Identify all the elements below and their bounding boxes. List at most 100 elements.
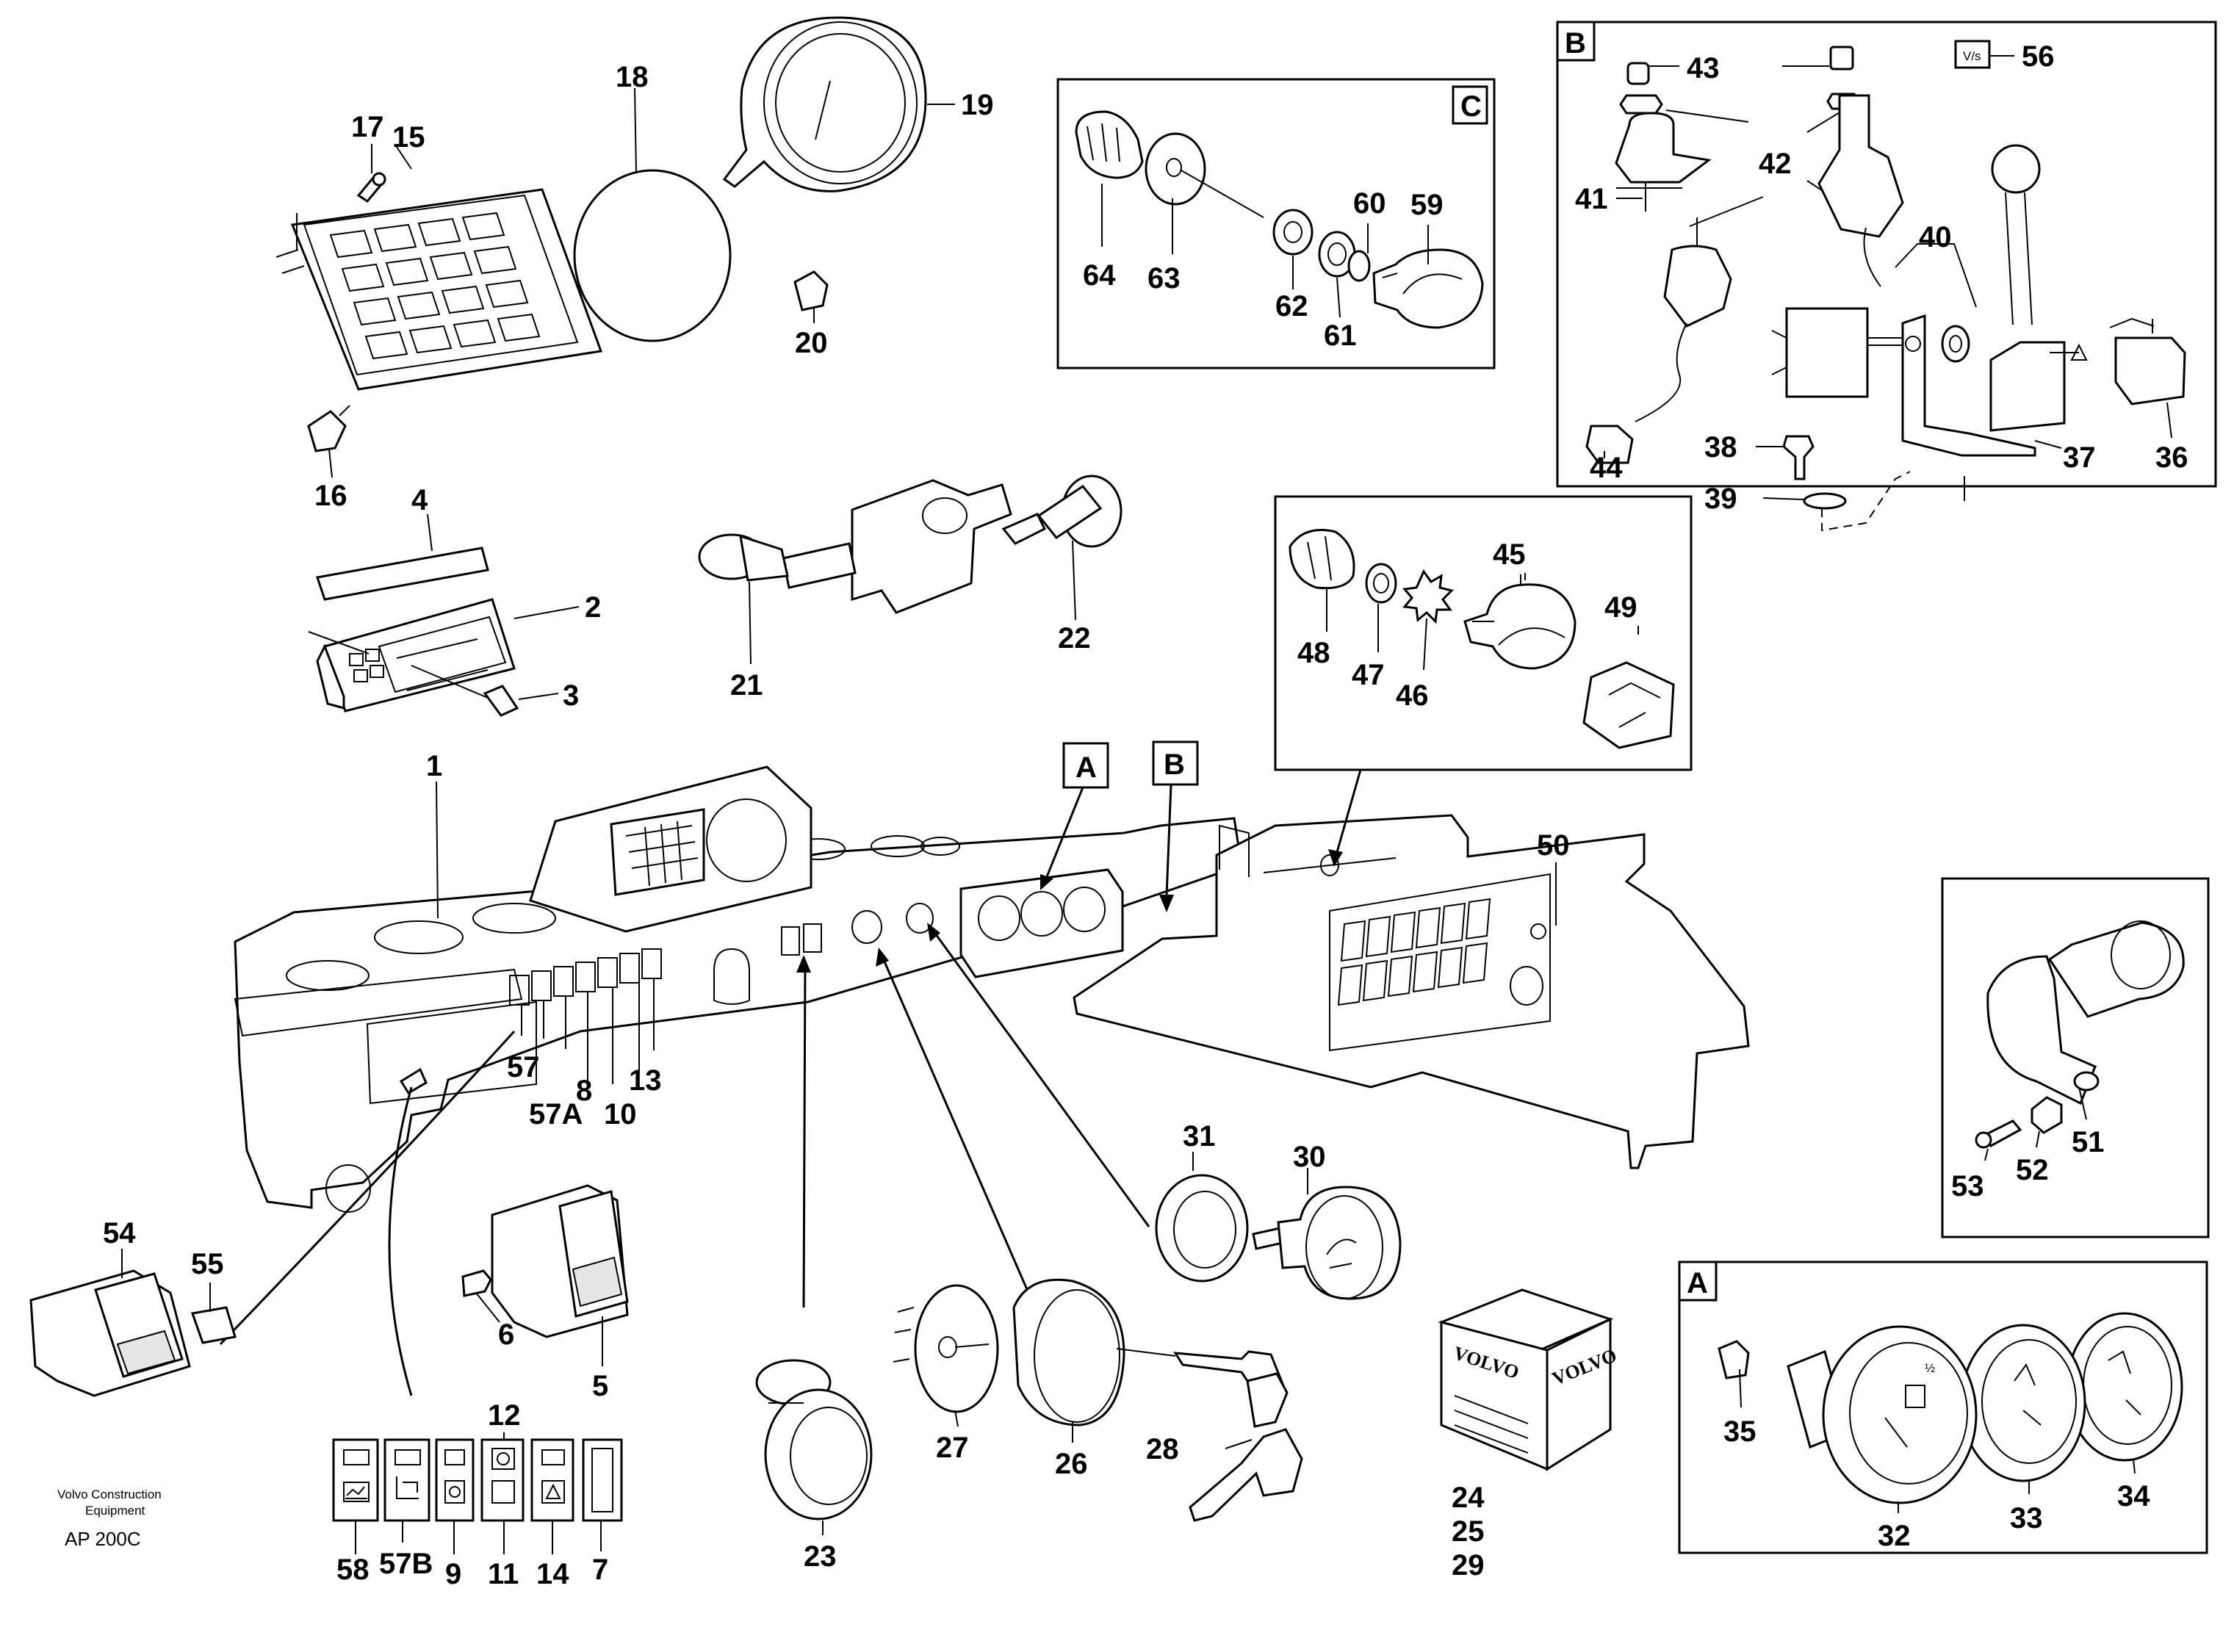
washer-part-39 [1803,492,1847,510]
label-57b: 57B [379,1548,433,1580]
label-19: 19 [961,89,994,121]
volvo-kit-box: VOLVO VOLVO 24 25 29 [1438,1288,1620,1581]
label-50: 50 [1537,829,1570,862]
rotary-switch-part-45 [1463,583,1577,670]
label-8: 8 [576,1075,592,1107]
control-unit-group: 4 2 3 [308,484,601,717]
label-2: 2 [585,591,601,624]
label-29: 29 [1452,1549,1485,1581]
gauge-half-mark: ½ [1925,1361,1935,1375]
symbol-box-56 [1954,40,1991,69]
label-40: 40 [1919,221,1952,253]
rotary-switch-part-59 [1372,248,1484,329]
gauge-18-19-group: 18 19 20 [573,16,994,359]
dashboard-assembly: 1 [234,750,1750,1213]
label-16: 16 [314,480,347,512]
detail-box-b: B V/s 56 43 42 41 44 40 [1556,21,2217,532]
switch-symbol-panel: 12 58 57B 9 11 14 7 [332,1399,623,1590]
label-17: 17 [351,111,384,143]
stalk-switch-part [851,479,1012,614]
label-4: 4 [411,484,428,516]
knob-part-3 [483,685,519,717]
label-35: 35 [1723,1415,1756,1448]
label-31: 31 [1183,1120,1216,1153]
label-41: 41 [1575,183,1608,215]
cap-part-43a [1626,62,1650,85]
right-console [1073,814,1750,1169]
switch-symbol-7 [582,1438,623,1522]
label-33: 33 [2010,1502,2043,1534]
plate-part-4 [316,547,489,601]
label-45: 45 [1493,538,1526,571]
washer-part-63 [1145,132,1206,206]
nut-part-62 [1272,209,1314,256]
horn-23-group: 23 [755,1359,873,1573]
cap-part-43b [1829,46,1854,71]
detail-box-b-letter: B [1565,27,1586,59]
switch-part-41 [1615,112,1712,184]
knob-cap-part-49 [1582,661,1675,749]
label-59: 59 [1410,189,1444,221]
label-13: 13 [629,1064,662,1097]
key-part-28b [1189,1428,1303,1522]
rocker-switch-54-group: 54 55 [29,1217,237,1397]
callout-b-letter: B [1164,749,1185,781]
publisher-line-1: Volvo Construction [57,1487,162,1501]
detail-box-a-letter: A [1687,1267,1708,1299]
ring-part-60 [1347,250,1371,282]
label-46: 46 [1396,679,1429,712]
label-7: 7 [592,1554,608,1586]
panel-part-15 [290,188,603,391]
lock-part-26 [1012,1278,1125,1426]
label-42: 42 [1759,148,1792,180]
label-49: 49 [1604,591,1637,624]
label-21: 21 [730,669,763,701]
ignition-group: 27 26 28 [893,1278,1303,1522]
label-6: 6 [498,1319,514,1351]
label-54: 54 [103,1217,136,1249]
label-10: 10 [604,1098,637,1130]
label-62: 62 [1275,290,1308,322]
bulb-holder-part-16 [307,410,347,452]
label-51: 51 [2072,1126,2105,1158]
symbol-56: V/s [1963,49,1981,63]
switch-body-part-40 [1785,307,1869,398]
label-34: 34 [2117,1480,2150,1512]
label-14: 14 [536,1558,569,1590]
label-57: 57 [507,1051,540,1083]
label-53: 53 [1951,1170,1984,1202]
detail-box-c-letter: C [1460,90,1482,123]
label-26: 26 [1055,1448,1088,1480]
bulb-part-20 [793,270,829,311]
callout-b: B [1152,740,1199,912]
label-1: 1 [426,750,442,782]
footer-caption: Volvo Construction Equipment AP 200C [57,1487,162,1550]
lever-knob-part-37 [1991,144,2041,194]
label-61: 61 [1324,320,1357,352]
label-38: 38 [1704,431,1737,464]
gauge-recess-2 [1020,891,1063,937]
switch-row-labels: 57 57A 8 10 13 [507,978,662,1130]
label-23: 23 [804,1540,837,1573]
washer-part-47 [1365,563,1397,604]
horn-part-23 [764,1388,873,1521]
label-32: 32 [1878,1520,1911,1552]
label-12: 12 [488,1399,521,1432]
detail-box-rotary: 48 47 46 45 49 [1274,495,1693,771]
glass-part-18 [573,169,732,342]
label-15: 15 [392,121,425,154]
label-43: 43 [1687,52,1720,84]
knob-part-36 [2114,336,2186,405]
lighter-group: 31 30 [1155,1120,1402,1300]
lighter-part-30 [1277,1186,1402,1300]
callout-a-letter: A [1075,751,1097,784]
bulb-part-35 [1718,1340,1750,1379]
label-44: 44 [1590,452,1623,484]
label-47: 47 [1352,659,1385,691]
ring-part-31 [1155,1174,1249,1283]
knob-part-64 [1075,110,1144,179]
publisher-line-2: Equipment [85,1504,145,1518]
label-24: 24 [1452,1482,1485,1514]
switch-symbol-57b [383,1438,430,1522]
